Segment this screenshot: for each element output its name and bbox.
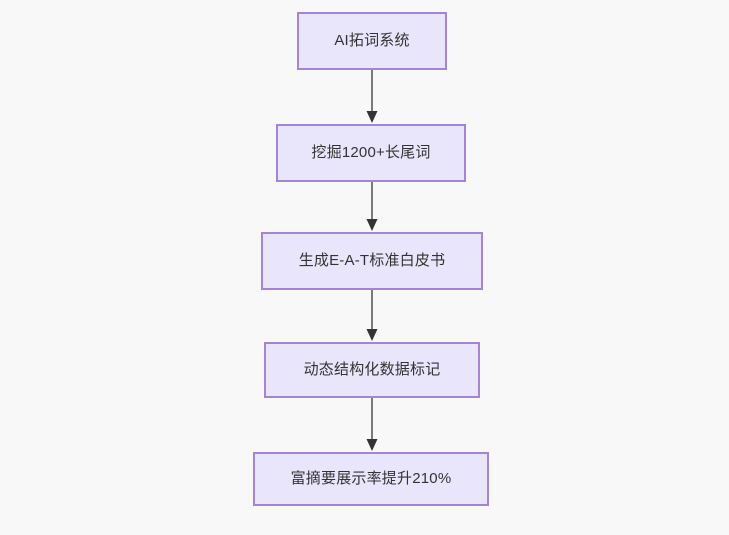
flow-node-label: 富摘要展示率提升210% [290,470,452,487]
flow-node-label: 动态结构化数据标记 [303,361,441,378]
flow-node-label: 挖掘1200+长尾词 [311,144,431,161]
flow-edge-arrow [365,70,379,124]
flow-node-label: AI拓词系统 [334,32,410,49]
flow-node-label: 生成E-A-T标准白皮书 [298,252,446,269]
flow-edge-arrow [365,290,379,342]
flow-edge-arrow [365,398,379,452]
flow-node-mine-longtail-keywords[interactable]: 挖掘1200+长尾词 [276,124,466,182]
flow-node-ai-keyword-system[interactable]: AI拓词系统 [297,12,447,70]
flow-edge-arrow [365,182,379,232]
flow-node-dynamic-structured-data-markup[interactable]: 动态结构化数据标记 [264,342,480,398]
flow-node-generate-eat-whitepaper[interactable]: 生成E-A-T标准白皮书 [261,232,483,290]
flow-node-rich-snippet-impression-lift[interactable]: 富摘要展示率提升210% [253,452,489,506]
